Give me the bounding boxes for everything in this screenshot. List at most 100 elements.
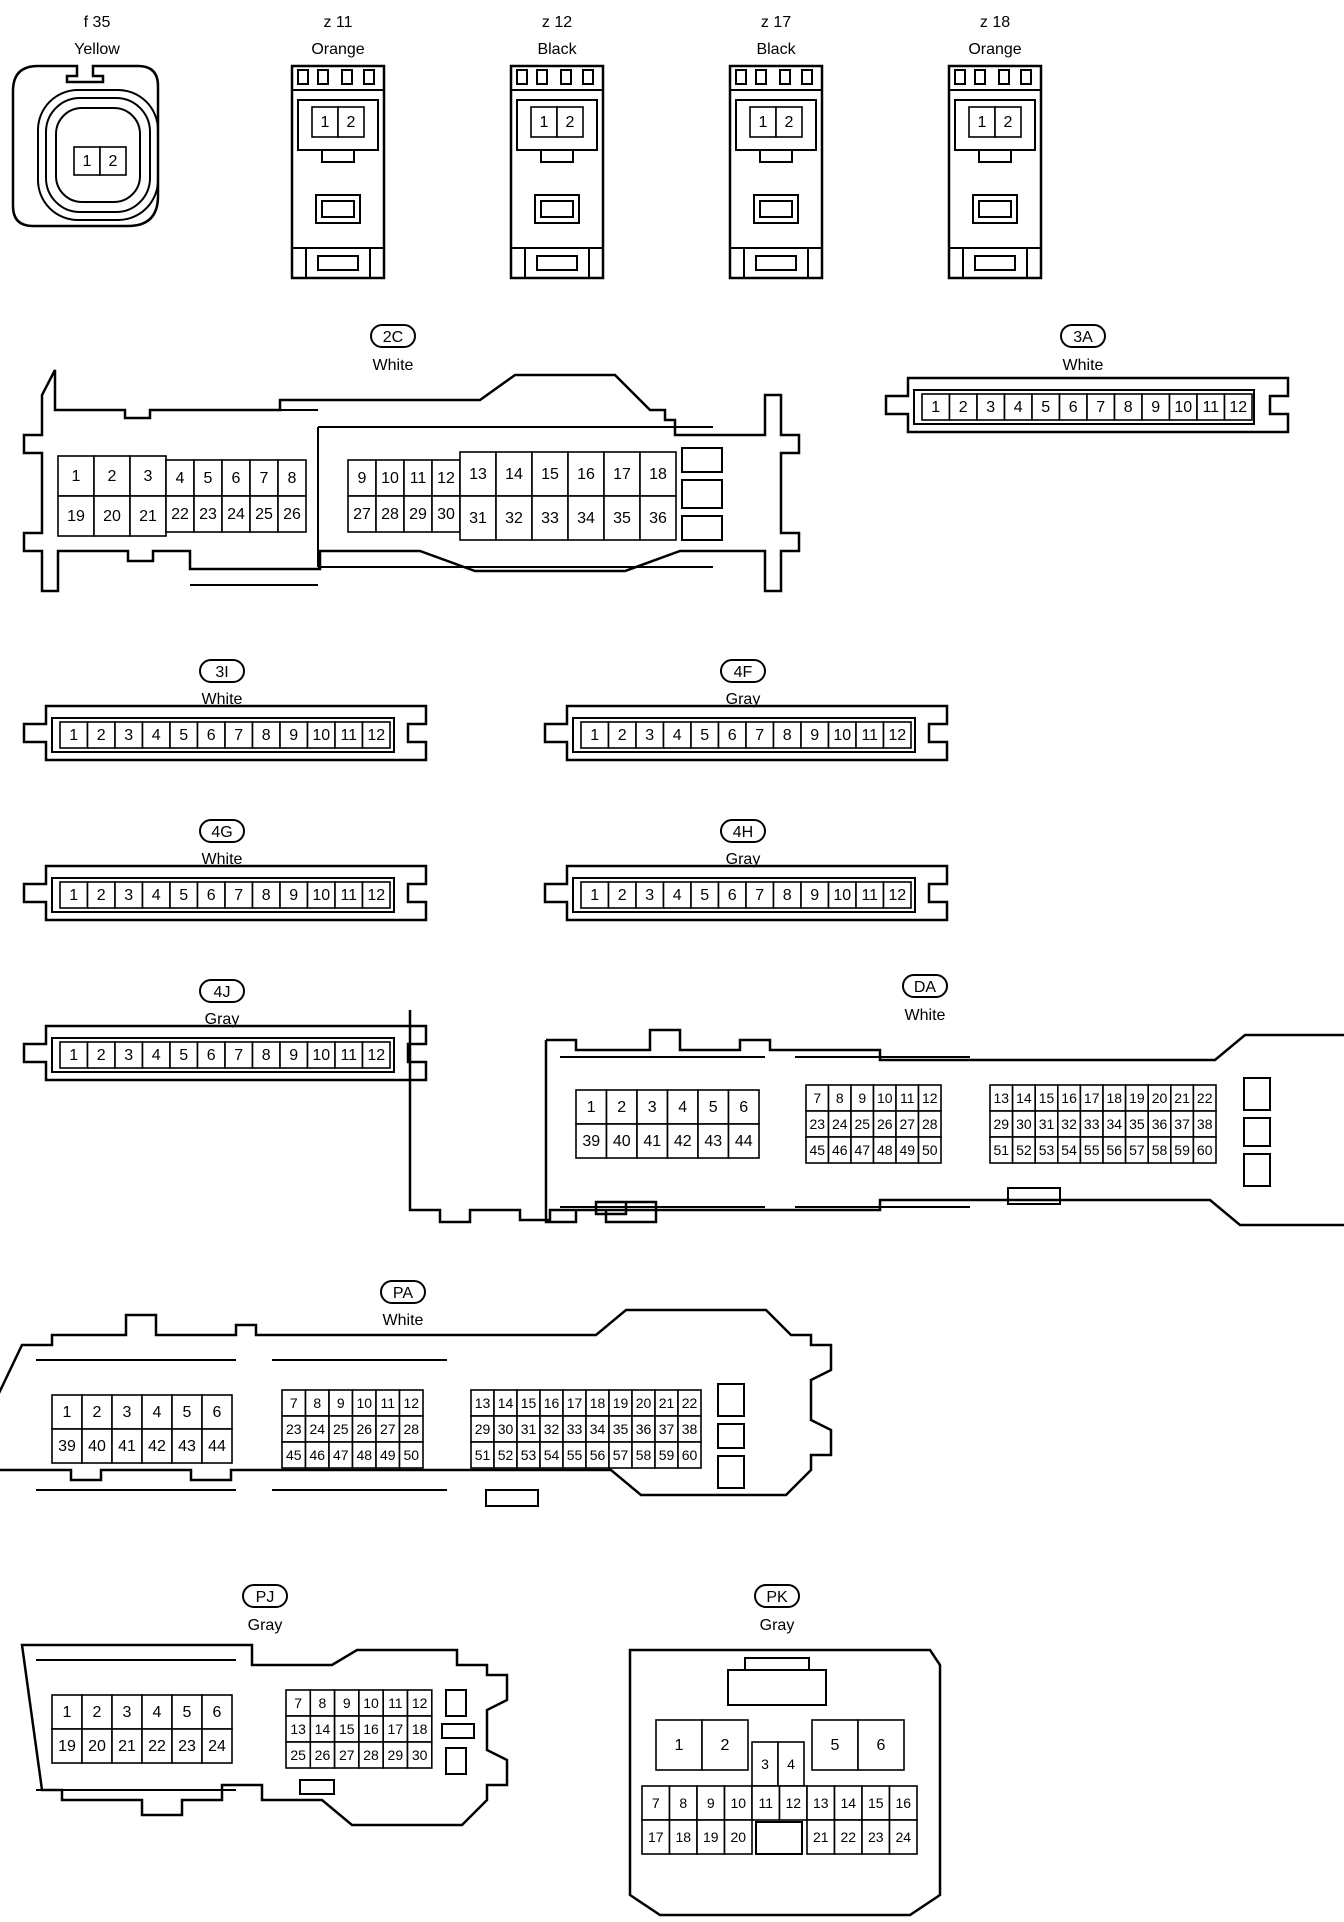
svg-text:32: 32 bbox=[1061, 1116, 1077, 1132]
svg-text:7: 7 bbox=[234, 1047, 243, 1064]
pin-9: 9 bbox=[328, 1389, 354, 1417]
pin-11: 11 bbox=[334, 1041, 364, 1069]
svg-text:57: 57 bbox=[613, 1447, 629, 1463]
pin-1: 1 bbox=[57, 455, 95, 497]
pin-23: 23 bbox=[171, 1728, 203, 1764]
svg-text:27: 27 bbox=[380, 1421, 396, 1437]
pin-16: 16 bbox=[539, 1389, 564, 1417]
pin-12: 12 bbox=[431, 459, 461, 497]
svg-text:18: 18 bbox=[1107, 1090, 1123, 1106]
pin-7: 7 bbox=[249, 459, 279, 497]
connector-f35-color: Yellow bbox=[74, 41, 120, 58]
svg-text:26: 26 bbox=[877, 1116, 893, 1132]
pin-53: 53 bbox=[1034, 1136, 1059, 1164]
connector-code: z 12 bbox=[542, 14, 572, 31]
pin-12: 12 bbox=[917, 1084, 942, 1112]
connector-color: Gray bbox=[205, 1011, 240, 1028]
svg-text:13: 13 bbox=[290, 1721, 306, 1737]
pin-7: 7 bbox=[641, 1785, 671, 1821]
pin-33: 33 bbox=[562, 1415, 587, 1443]
pin-29: 29 bbox=[403, 495, 433, 533]
pin-50: 50 bbox=[398, 1441, 424, 1469]
svg-text:2: 2 bbox=[1004, 114, 1013, 131]
pin-11: 11 bbox=[895, 1084, 920, 1112]
pin-23: 23 bbox=[281, 1415, 307, 1443]
svg-text:9: 9 bbox=[1151, 399, 1160, 416]
svg-text:2: 2 bbox=[93, 1704, 102, 1721]
svg-text:19: 19 bbox=[67, 508, 85, 525]
svg-text:8: 8 bbox=[288, 470, 297, 487]
connector-code: 4J bbox=[214, 984, 231, 1001]
svg-text:3: 3 bbox=[986, 399, 995, 416]
pin-32: 32 bbox=[1057, 1110, 1082, 1138]
pin-47: 47 bbox=[850, 1136, 875, 1164]
pin-17: 17 bbox=[562, 1389, 587, 1417]
svg-text:21: 21 bbox=[1174, 1090, 1190, 1106]
pin-22: 22 bbox=[165, 495, 195, 533]
svg-text:26: 26 bbox=[315, 1747, 331, 1763]
pin-4: 4 bbox=[141, 721, 171, 749]
svg-text:28: 28 bbox=[922, 1116, 938, 1132]
svg-text:6: 6 bbox=[213, 1404, 222, 1421]
pin-3: 3 bbox=[976, 393, 1006, 421]
pin-15: 15 bbox=[333, 1715, 360, 1743]
svg-text:10: 10 bbox=[312, 1047, 330, 1064]
svg-text:34: 34 bbox=[590, 1421, 606, 1437]
pin-1: 1 bbox=[311, 106, 339, 138]
svg-text:9: 9 bbox=[343, 1695, 351, 1711]
pin-46: 46 bbox=[827, 1136, 852, 1164]
connector-PJ-color: Gray bbox=[248, 1617, 283, 1634]
svg-text:8: 8 bbox=[319, 1695, 327, 1711]
svg-text:3: 3 bbox=[124, 727, 133, 744]
svg-text:7: 7 bbox=[294, 1695, 302, 1711]
pin-4: 4 bbox=[141, 881, 171, 909]
connector-PK-code: PK bbox=[766, 1589, 788, 1606]
svg-text:8: 8 bbox=[836, 1090, 844, 1106]
pin-1: 1 bbox=[73, 146, 101, 176]
pin-25: 25 bbox=[285, 1741, 312, 1769]
pin-2: 2 bbox=[93, 455, 131, 497]
pin-13: 13 bbox=[459, 451, 497, 497]
pin-29: 29 bbox=[382, 1741, 409, 1769]
svg-text:6: 6 bbox=[207, 727, 216, 744]
svg-text:1: 1 bbox=[321, 114, 330, 131]
svg-text:7: 7 bbox=[260, 470, 269, 487]
svg-text:27: 27 bbox=[339, 1747, 355, 1763]
svg-text:12: 12 bbox=[888, 727, 906, 744]
pin-9: 9 bbox=[1141, 393, 1171, 421]
pin-8: 8 bbox=[1113, 393, 1143, 421]
svg-text:5: 5 bbox=[700, 727, 709, 744]
pin-7: 7 bbox=[1086, 393, 1116, 421]
connector-3A-code: 3A bbox=[1073, 329, 1093, 346]
pin-9: 9 bbox=[800, 881, 830, 909]
connector-code: z 17 bbox=[761, 14, 791, 31]
svg-text:5: 5 bbox=[1041, 399, 1050, 416]
connector-color: Orange bbox=[311, 41, 364, 58]
pin-5: 5 bbox=[690, 721, 720, 749]
pin-3: 3 bbox=[114, 721, 144, 749]
svg-text:29: 29 bbox=[409, 506, 427, 523]
connector-DA-color: White bbox=[905, 1007, 946, 1024]
pin-39: 39 bbox=[575, 1123, 608, 1159]
svg-text:30: 30 bbox=[412, 1747, 428, 1763]
pin-37: 37 bbox=[1170, 1110, 1195, 1138]
svg-text:5: 5 bbox=[183, 1404, 192, 1421]
svg-text:39: 39 bbox=[58, 1438, 76, 1455]
pin-1: 1 bbox=[59, 721, 89, 749]
svg-text:17: 17 bbox=[1084, 1090, 1100, 1106]
pin-8: 8 bbox=[251, 881, 281, 909]
svg-text:1: 1 bbox=[587, 1099, 596, 1116]
svg-text:20: 20 bbox=[103, 508, 121, 525]
connector-DA-code: DA bbox=[914, 979, 937, 996]
svg-text:3: 3 bbox=[645, 727, 654, 744]
pin-11: 11 bbox=[855, 881, 885, 909]
pin-10: 10 bbox=[723, 1785, 753, 1821]
svg-text:25: 25 bbox=[854, 1116, 870, 1132]
svg-text:12: 12 bbox=[412, 1695, 428, 1711]
